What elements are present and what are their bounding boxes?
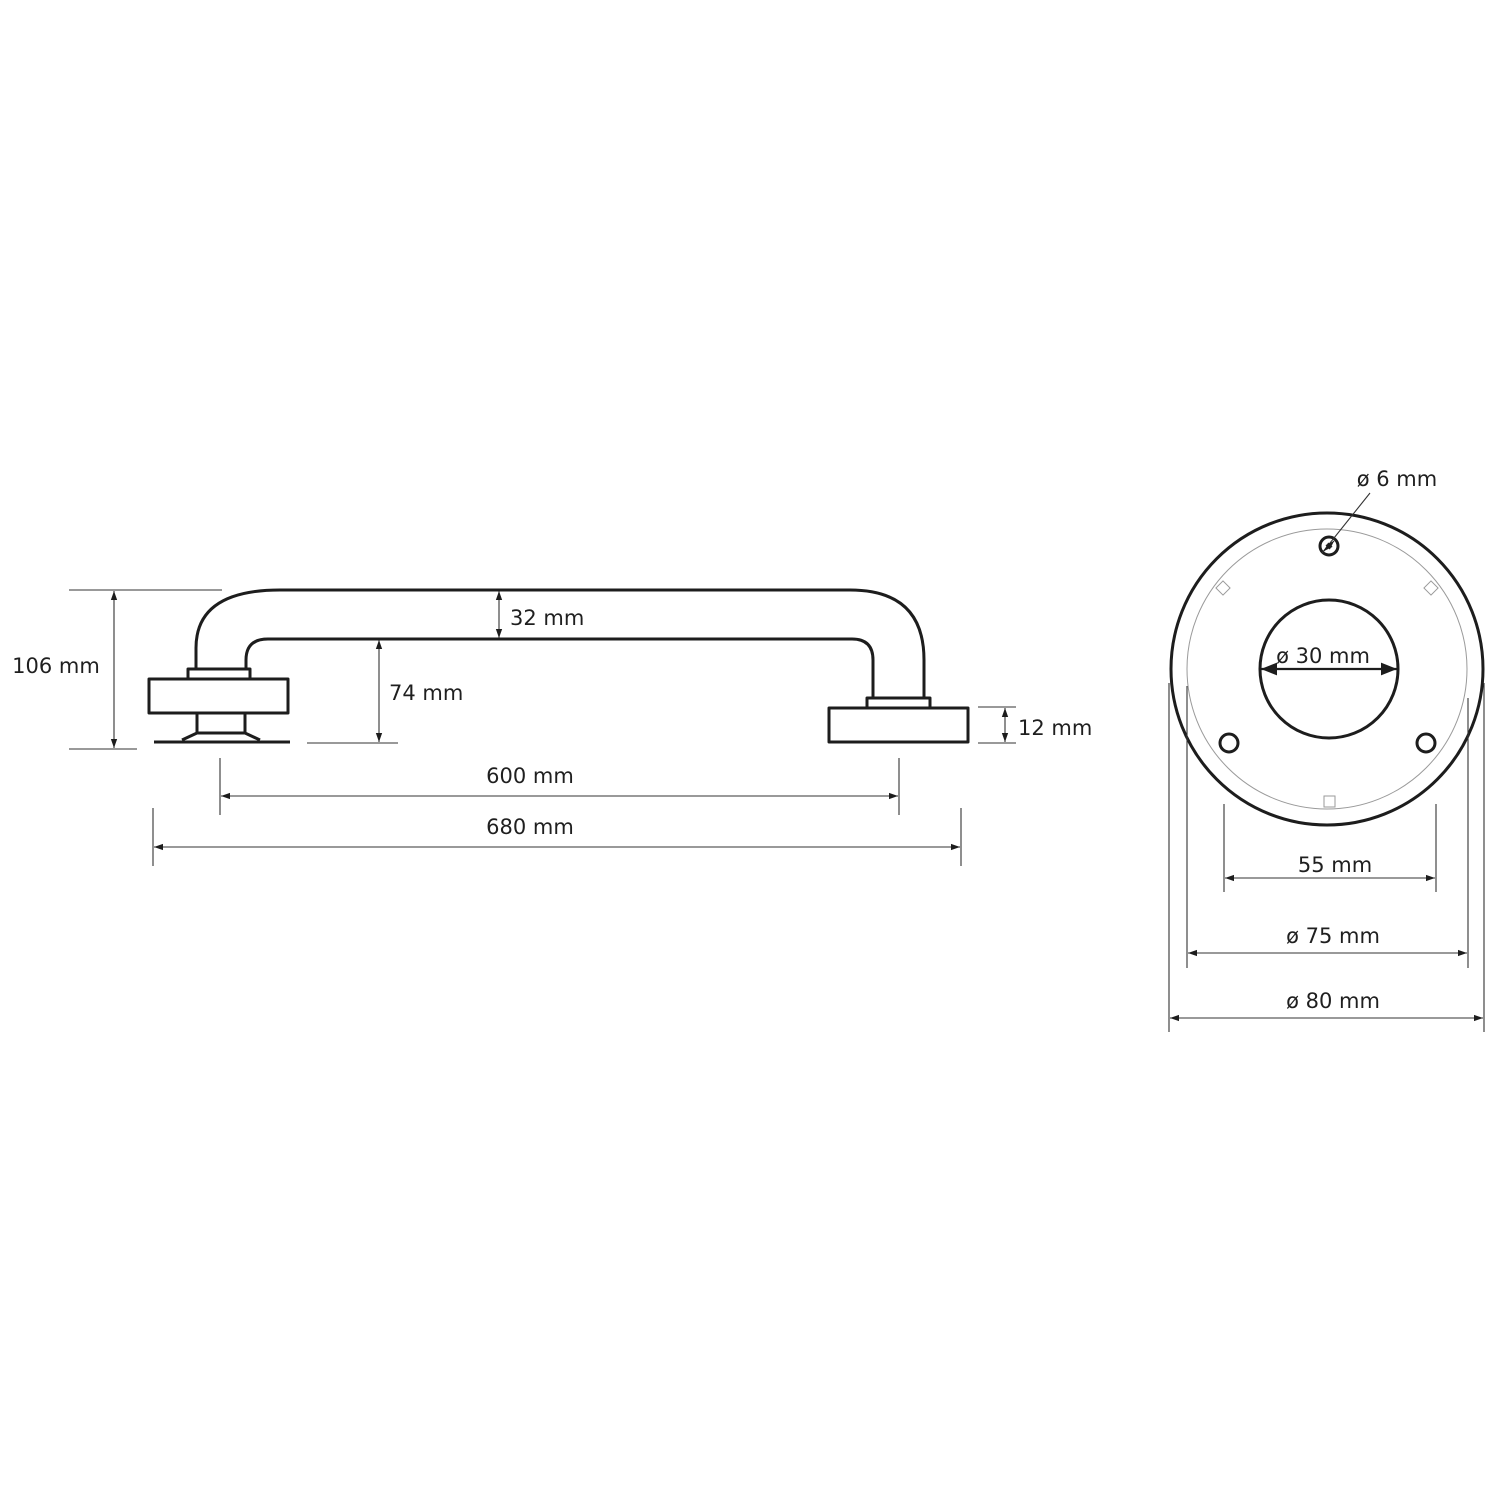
dimension-center-distance: 600 mm [219,758,900,815]
grab-bar-tube [194,588,926,698]
dimension-label: 12 mm [1018,716,1092,740]
dimension-overall-length: 680 mm [152,808,962,866]
dimension-label: 680 mm [486,815,574,839]
cover-notch [1423,580,1439,596]
dimension-clearance: 74 mm [307,640,463,744]
dimension-label: 32 mm [510,606,584,630]
dimension-flange-thickness: 12 mm [978,706,1092,744]
screw-hole-left [1218,732,1240,754]
front-view: ø 6 mm ø 30 mm 55 mm ø 75 mm ø 80 mm [1168,467,1485,1032]
dimension-label: 600 mm [486,764,574,788]
dimension-label: ø 80 mm [1286,989,1380,1013]
screw-hole-right [1415,732,1437,754]
dimension-label: 55 mm [1298,853,1372,877]
dimension-cover-diameter: ø 75 mm [1186,686,1469,968]
dimension-label: 106 mm [12,654,100,678]
tube-opening-circle [1258,598,1400,740]
cover-notch [1323,795,1336,808]
dimension-label: ø 75 mm [1286,924,1380,948]
dimension-tube-diameter: 32 mm [495,591,584,638]
right-flange [827,706,970,744]
side-view: 106 mm 32 mm 74 mm 12 mm 600 mm [12,588,1092,866]
flange-outer-circle [1169,511,1485,827]
left-wall-anchor [181,713,261,742]
screw-hole-top [1318,535,1340,557]
dimension-overall-height: 106 mm [12,589,222,750]
dimension-label: 74 mm [389,681,463,705]
left-flange [147,677,290,715]
dimension-flange-diameter: ø 80 mm [1168,683,1485,1032]
dimension-label: ø 6 mm [1357,467,1437,491]
cover-circle [1186,528,1468,810]
dimension-tube-opening: ø 30 mm [1261,644,1397,676]
dimension-label: ø 30 mm [1276,644,1370,668]
cover-notch [1215,580,1231,596]
dimension-hole-spacing: 55 mm [1223,804,1437,892]
dimension-screw-hole: ø 6 mm [1321,467,1437,554]
